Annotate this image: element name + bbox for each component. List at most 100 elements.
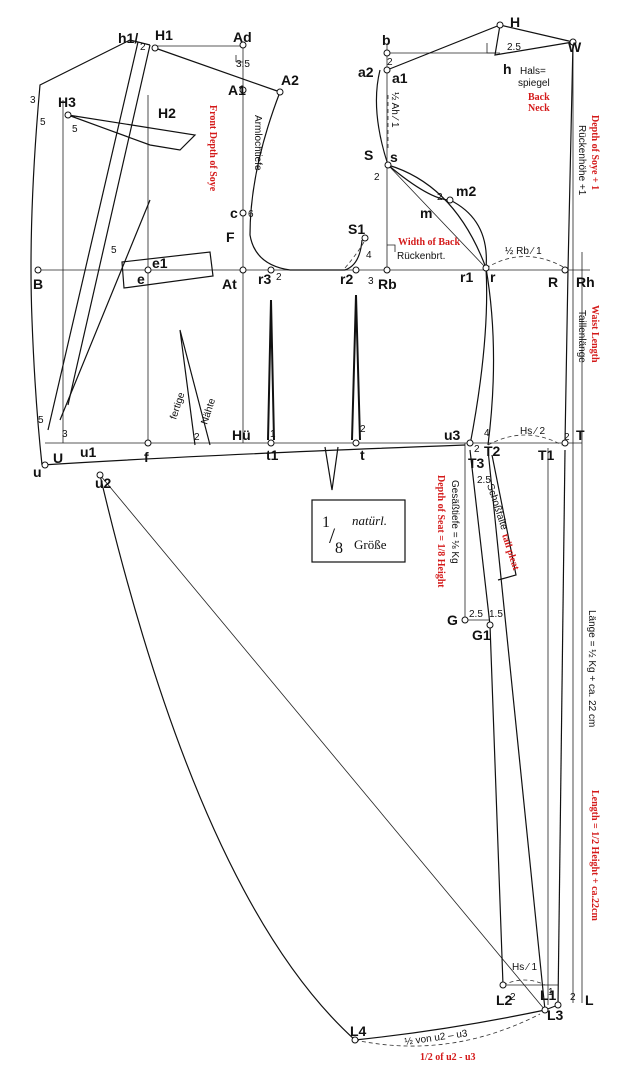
label-S: S [364,147,373,163]
label-S1: S1 [348,221,365,237]
en-length: Length = 1/2 Height + ca.22cm [589,790,600,922]
num: 2.5 [507,42,521,53]
label-t1: t1 [266,447,279,463]
label-L3: L3 [547,1007,564,1023]
en-width-of-back: Width of Back [398,237,460,248]
num: 2 [564,432,570,443]
side-dart-back [351,294,361,441]
scale-box-frame [311,499,406,563]
label-Rh: Rh [576,274,595,290]
back-neck [494,24,574,56]
tail-center-seam [557,449,566,1006]
label-G: G [447,612,458,628]
num: 2.5 [469,609,483,620]
rb-dashed-arc [485,256,566,269]
de-halsspiegel-2: spiegel [518,78,550,89]
label-e: e [137,271,145,287]
de-rueckenbrt: Rückenbrt. [397,251,445,262]
skirt-hem-dashed [354,1013,541,1047]
point-marker [541,1006,549,1014]
label-T: T [576,427,585,443]
en-back-neck-2: Neck [528,103,550,114]
point-marker [96,471,104,479]
de-halsspiegel-1: Hals= [520,66,546,77]
waist-notch [324,446,339,491]
label-b: b [382,32,391,48]
point-marker [482,264,490,272]
label-t: t [360,447,365,463]
de-armlochtiefe: Armlochtiefe [252,115,263,171]
num: 2 [510,992,516,1003]
point-marker [351,1036,359,1044]
label-m2: m2 [456,183,476,199]
num: 2 [140,42,146,53]
num: 3 [30,95,36,106]
point-marker [383,266,391,274]
scale-slash: / [329,523,336,548]
skirt-curve [99,474,546,1041]
de-hs2: Hs ⁄ 2 [520,426,545,437]
point-marker [276,88,284,96]
en-depth-of-soye: Depth of Soye + 1 [589,115,600,190]
de-taillenlaenge: Taillenlänge [576,310,587,363]
label-G1: G1 [472,627,491,643]
center-back-seam [564,41,574,444]
point-marker [361,234,369,242]
num: 1 [548,987,554,998]
back-side-seam [387,164,488,446]
point-marker [144,439,152,447]
point-markers [34,21,577,1044]
point-marker [352,439,360,447]
front-armhole [249,91,345,271]
label-r3: r3 [258,271,271,287]
num: 4 [484,428,490,439]
label-u: u [33,464,42,480]
num: 2 [276,272,282,283]
front-waist-seam [41,444,466,466]
num: 2 [374,172,380,183]
scale-denominator: 8 [335,540,343,557]
num: 2 [570,992,576,1003]
label-f: f [144,449,149,465]
en-half-u2-u3: 1/2 of u2 - u3 [420,1052,476,1063]
de-half-ah: ½ Ah ⁄ 1 [389,92,400,128]
en-waist-length: Waist Length [589,305,600,363]
front-edge-curve [30,39,151,466]
de-fertige: fertige [168,391,187,421]
corner-mark-h [486,43,495,54]
label-a2: a2 [358,64,374,80]
en-tail-pleat: tail pleat [499,533,521,573]
scale-line1: natürl. [352,513,387,528]
point-marker [499,981,507,989]
point-marker [496,21,504,29]
point-marker [446,196,454,204]
label-T3: T3 [468,455,485,471]
point-marker [352,266,360,274]
front-dart-guide [59,199,151,421]
point-marker [569,38,577,46]
lapel-line-1 [47,41,139,431]
corner-mark-rb [387,244,396,252]
english-annotations: Back Neck Front Depth of Soye Depth of S… [207,92,600,1063]
num: 3 [368,276,374,287]
num: 5 [40,117,46,128]
measure-numbers: 2 3.5 3 5 5 5 5 6 2 2.5 2 2 4 3 3 2 1 2 … [30,42,576,1003]
point-marker [461,616,469,624]
num: 2 [437,192,443,203]
tail-diagonal [99,474,546,1011]
scale-box: 1 / 8 natürl. Größe [311,499,406,563]
point-marker [561,266,569,274]
point-marker [34,266,42,274]
corner-mark-ad [235,55,243,63]
label-A2: A2 [281,72,299,88]
point-marker [486,621,494,629]
label-u3: u3 [444,427,461,443]
point-marker [239,86,247,94]
label-r2: r2 [340,271,353,287]
collar-notch [67,114,197,151]
label-u1: u1 [80,444,97,460]
back-side-seam-2 [485,267,495,446]
label-L4: L4 [350,1023,367,1039]
label-U: U [53,450,63,466]
